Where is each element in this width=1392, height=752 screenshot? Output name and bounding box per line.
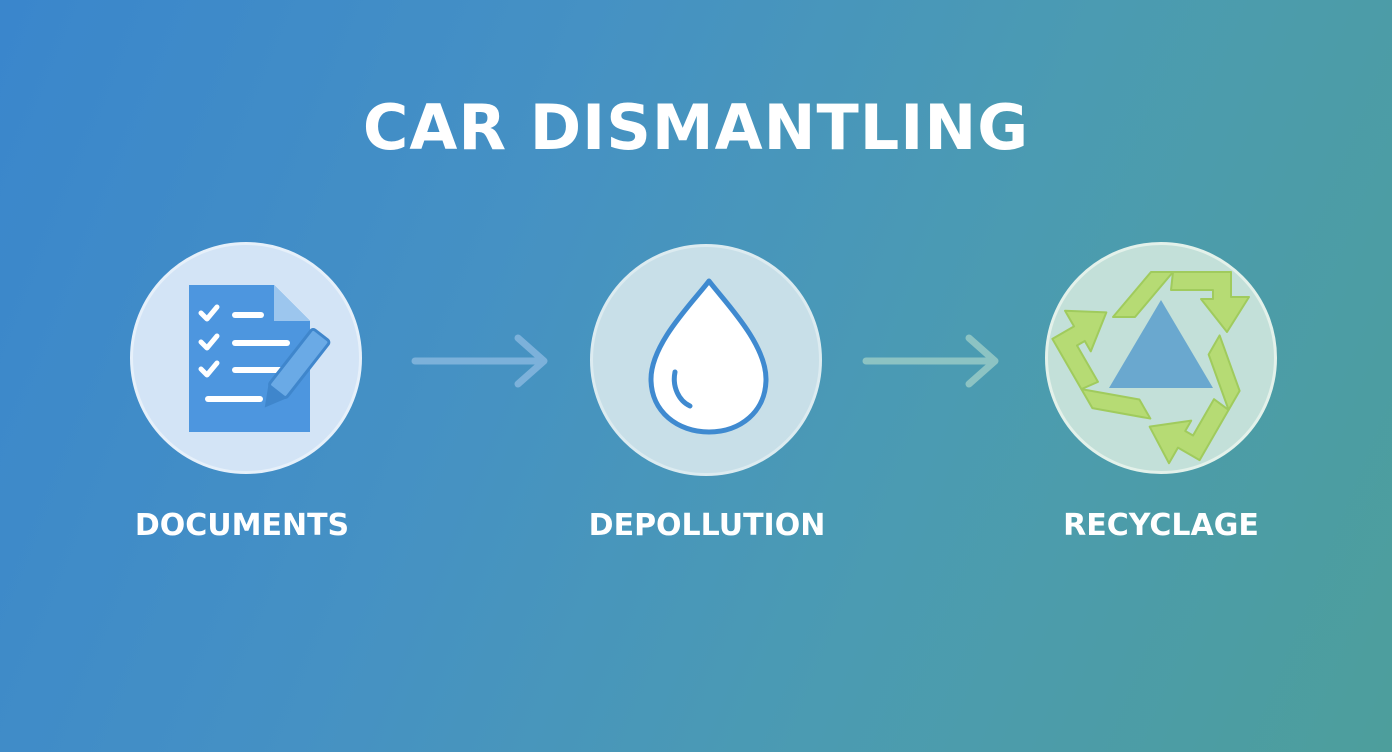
checklist-document-icon — [189, 285, 331, 432]
recyclage-step-circle — [1045, 242, 1277, 474]
recycle-icon — [1051, 271, 1250, 465]
depollution-label: DEPOLLUTION — [588, 508, 826, 543]
documents-step-circle — [130, 242, 362, 474]
recyclage-label: RECYCLAGE — [1063, 508, 1259, 543]
depollution-step-circle — [590, 244, 822, 476]
documents-label: DOCUMENTS — [134, 508, 350, 543]
diagram-title: CAR DISMANTLING — [362, 91, 1030, 164]
water-drop-icon — [648, 278, 769, 435]
arrow-right-icon — [862, 334, 999, 388]
arrow-right-icon — [411, 334, 548, 388]
